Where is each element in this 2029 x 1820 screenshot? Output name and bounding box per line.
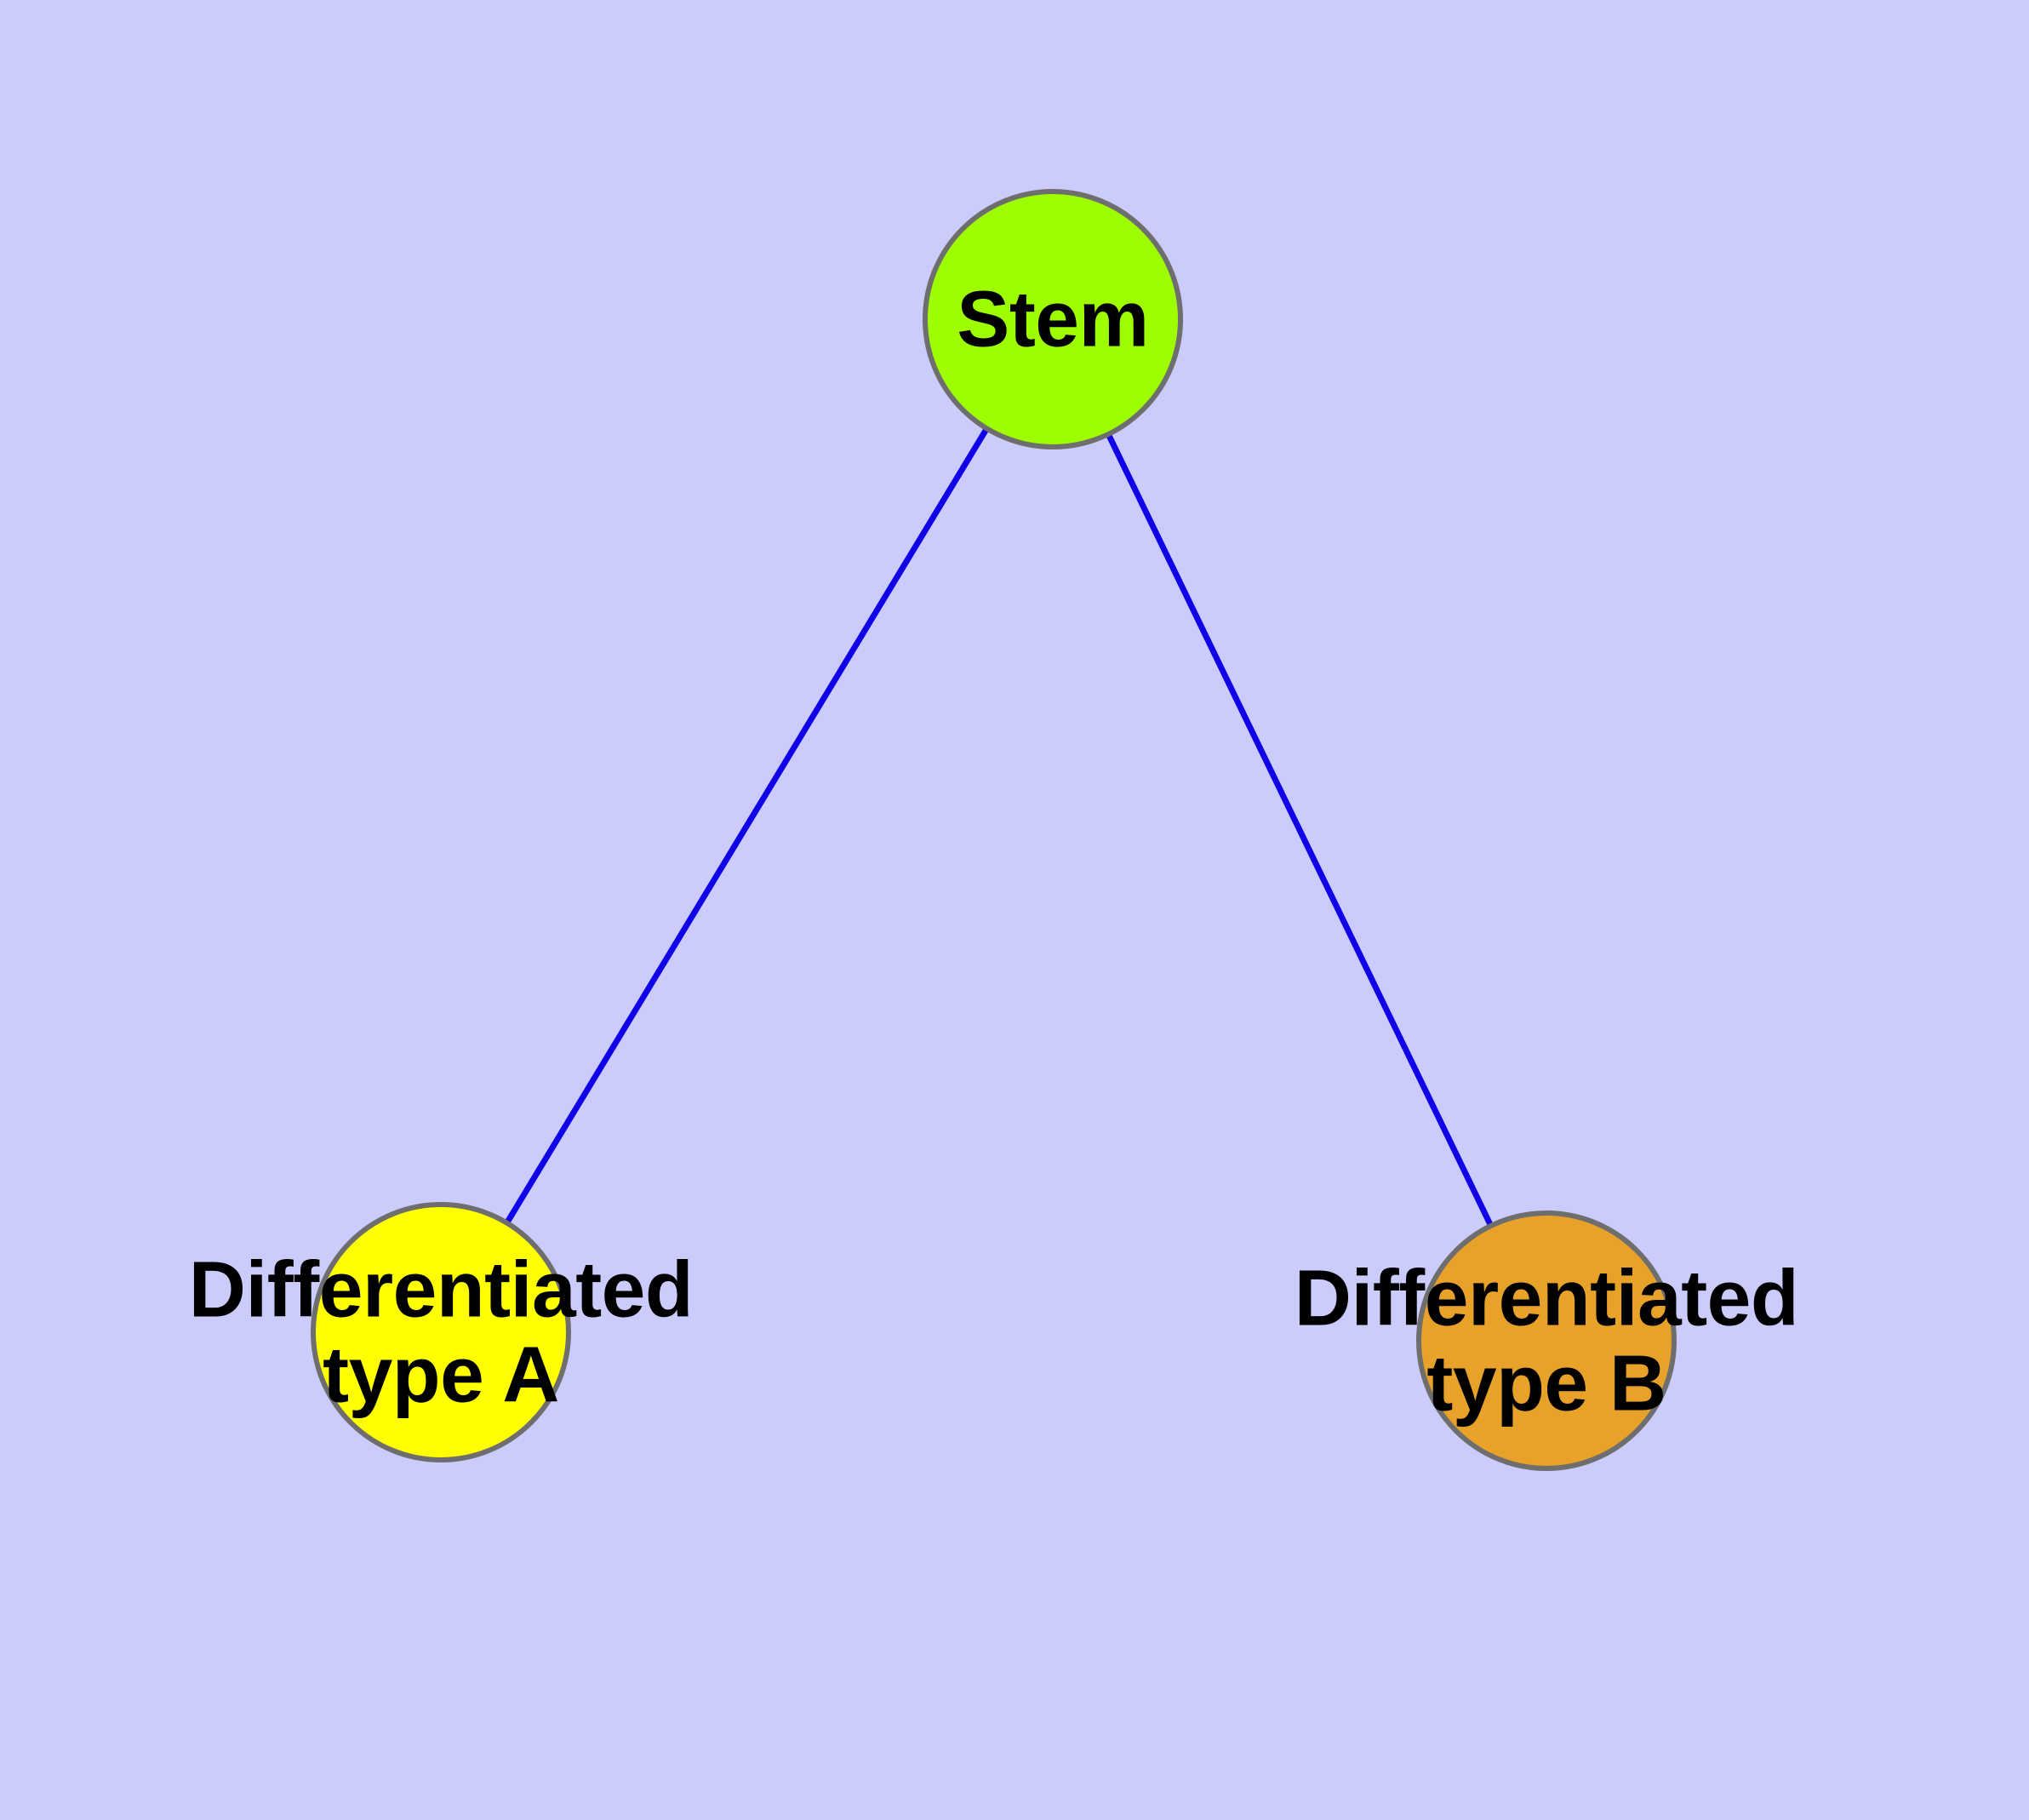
node-layer bbox=[311, 189, 1677, 1471]
edge-layer bbox=[500, 421, 1497, 1233]
graph-edge-stem-to-diff-b[interactable] bbox=[1102, 426, 1497, 1233]
graph-node-diff_a[interactable] bbox=[311, 1202, 571, 1462]
graph-node-stem[interactable] bbox=[923, 189, 1183, 449]
graph-edge-stem-to-diff-a[interactable] bbox=[500, 421, 993, 1231]
graph-node-diff_b[interactable] bbox=[1416, 1210, 1677, 1471]
